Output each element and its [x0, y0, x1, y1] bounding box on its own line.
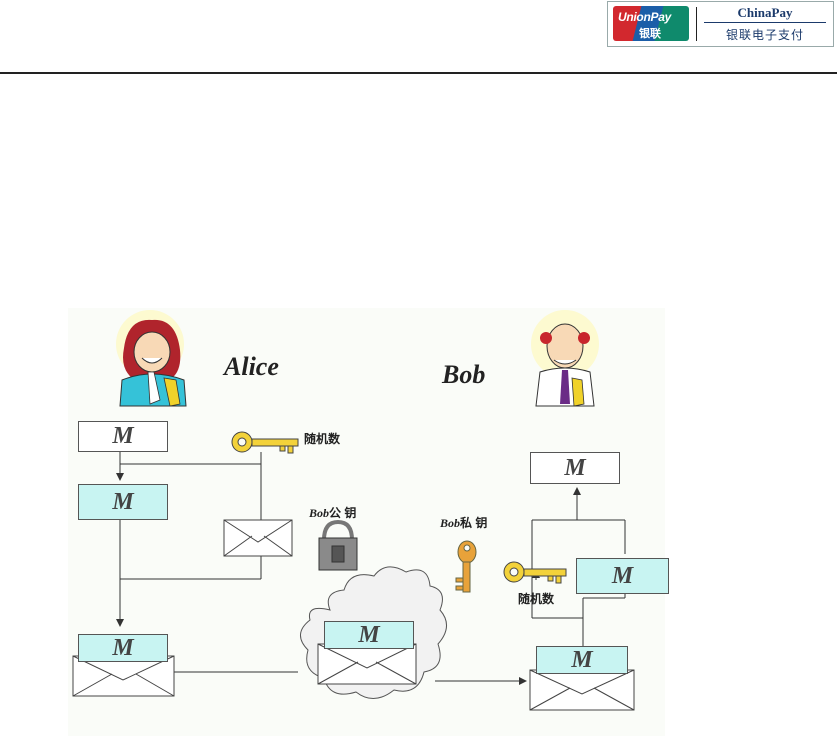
bob-figure [531, 310, 599, 407]
random-key-right-icon [503, 561, 567, 584]
bob-private-key-label: Bob私 钥 [440, 516, 488, 530]
bob-encrypted-message-box: M [576, 558, 669, 594]
unionpay-chinapay-logo: UnionPay 银联 ChinaPay 银联电子支付 [607, 1, 834, 47]
unionpay-en-label: UnionPay [618, 10, 671, 24]
alice-figure [116, 310, 187, 407]
alice-envelope-message-box: M [78, 634, 168, 662]
random-key-left-icon [231, 431, 299, 454]
alice-encrypted-message-box: M [78, 484, 168, 520]
chinapay-cn-label: 银联电子支付 [725, 28, 804, 42]
bob-private-key-icon [455, 540, 477, 593]
bob-envelope-bottom [529, 669, 635, 711]
unionpay-cn-label: 银联 [639, 28, 661, 40]
bob-label: Bob [442, 360, 486, 389]
bob-public-key-lock-icon [318, 519, 358, 571]
bob-decrypted-message-box: M [530, 452, 620, 484]
random-number-label-right: 随机数 [518, 592, 555, 606]
bob-envelope-message-box: M [536, 646, 628, 674]
unionpay-card-logo: UnionPay 银联 [613, 6, 689, 41]
alice-envelope-middle [223, 519, 293, 557]
alice-plain-message-box: M [78, 421, 168, 452]
diagram-graphics [72, 310, 635, 711]
cloud-envelope [317, 643, 417, 685]
cloud-message-box: M [324, 621, 414, 649]
bob-public-key-label: Bob公 钥 [309, 506, 357, 520]
alice-flow-lines [116, 452, 262, 627]
digital-envelope-diagram: Alice Bob M M M M M M M 随机数 随机数 Bob公 钥 B… [68, 308, 669, 736]
chinapay-en-label: ChinaPay [704, 5, 826, 23]
random-number-label-left: 随机数 [304, 432, 341, 446]
header-divider [0, 72, 837, 74]
alice-envelope-bottom [72, 655, 175, 697]
alice-label: Alice [224, 352, 279, 381]
